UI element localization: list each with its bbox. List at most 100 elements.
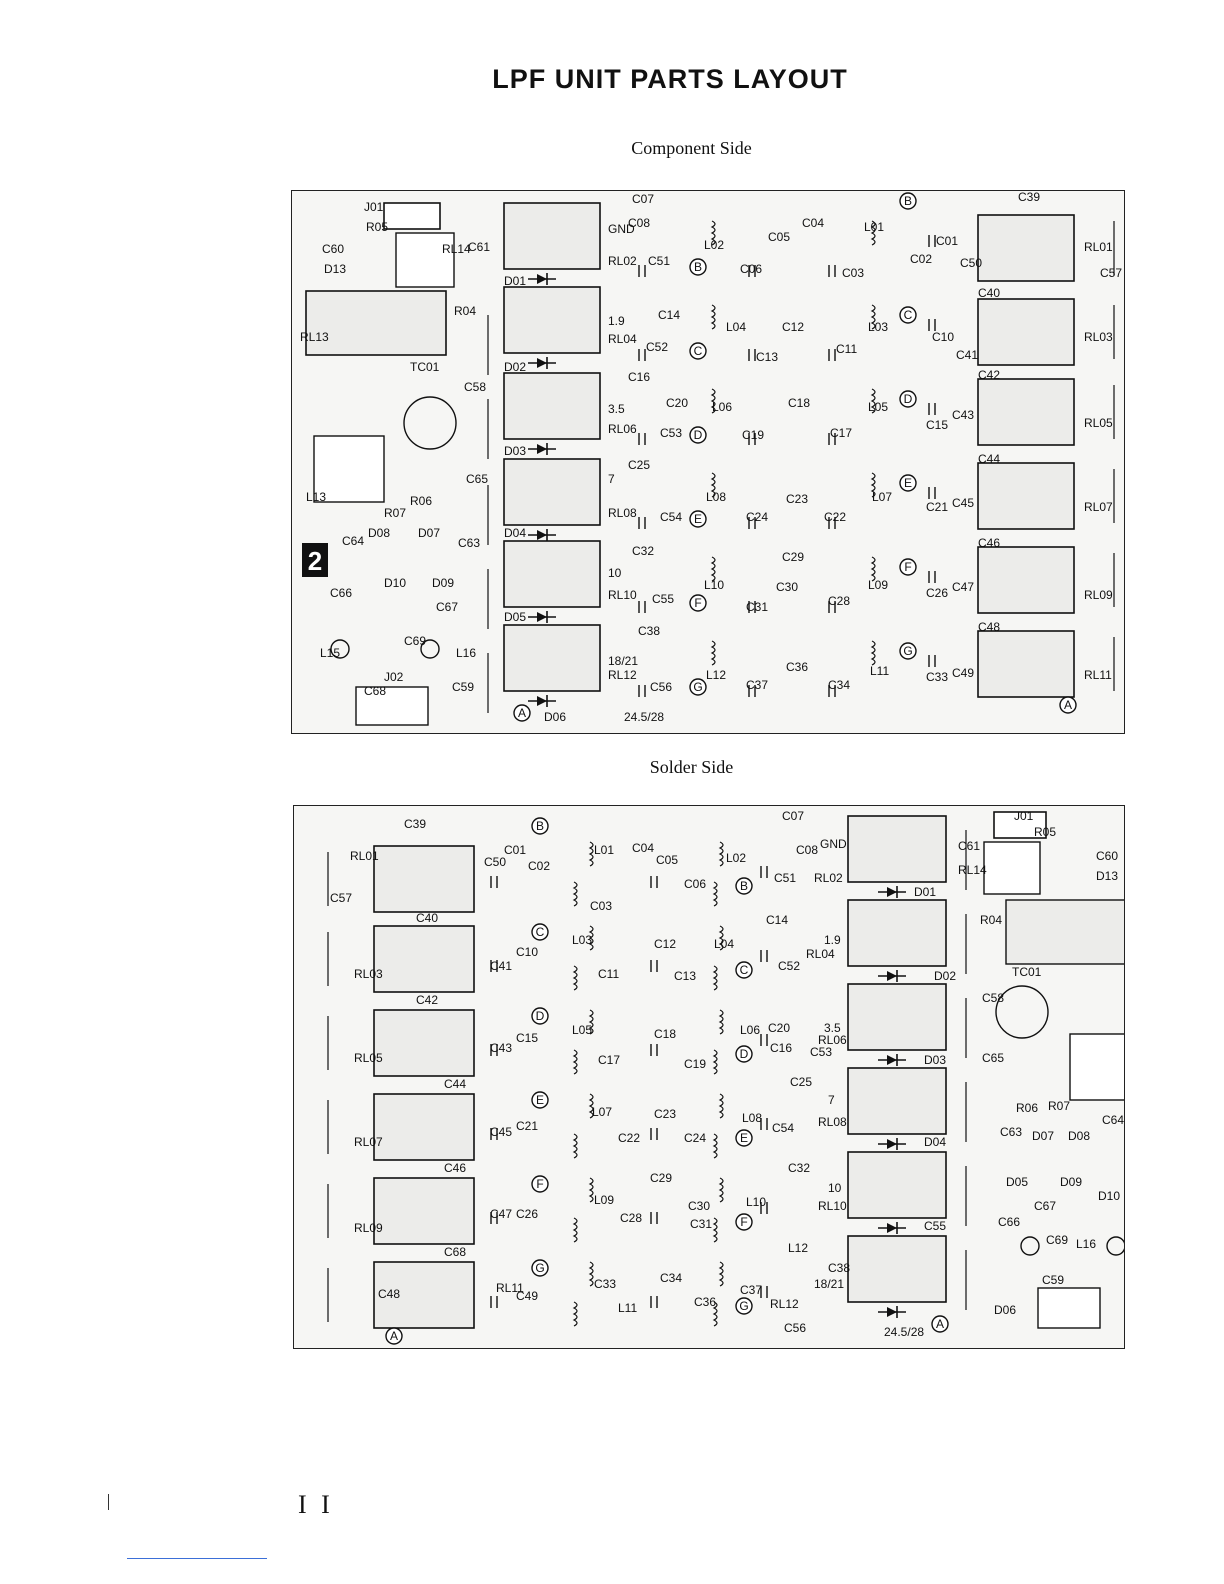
component-label: C10 <box>932 330 954 344</box>
component-label: RL07 <box>1084 500 1113 514</box>
component-label: D10 <box>1098 1189 1120 1203</box>
component-label: C52 <box>646 340 668 354</box>
marker-circle <box>689 342 707 360</box>
marker-letter: F <box>740 1215 747 1229</box>
marker-letter: A <box>390 1329 398 1343</box>
inductor-l15 <box>330 639 350 659</box>
marker-circle <box>899 306 917 324</box>
marker-circle <box>899 390 917 408</box>
marker-letter: C <box>740 963 749 977</box>
component-label: L11 <box>870 664 889 678</box>
marker-letter: F <box>536 1177 543 1191</box>
component-label: C28 <box>828 594 850 608</box>
inductor-coil <box>710 304 716 330</box>
component-label: C25 <box>628 458 650 472</box>
relay-body <box>847 983 947 1051</box>
component-label: C46 <box>444 1161 466 1175</box>
diode-symbol <box>537 274 547 284</box>
inductor-coil <box>870 220 876 246</box>
component-label: C28 <box>620 1211 642 1225</box>
component-label: C04 <box>632 841 654 855</box>
marker-circle <box>689 426 707 444</box>
component-label: L07 <box>592 1105 612 1119</box>
marker-letter: C <box>536 925 545 939</box>
diode-symbol <box>537 444 547 454</box>
inductor-coil <box>712 1049 718 1075</box>
component-label: 24.5/28 <box>624 710 664 724</box>
component-label: C03 <box>590 899 612 913</box>
marker-circle <box>531 817 549 835</box>
component-label: C68 <box>364 684 386 698</box>
component-label: C07 <box>782 809 804 823</box>
component-label: R04 <box>980 913 1002 927</box>
component-label: 3.5 <box>824 1021 841 1035</box>
inductor-coil <box>712 1301 718 1327</box>
component-label: C61 <box>958 839 980 853</box>
inductor-coil <box>588 1093 594 1119</box>
component-label: RL05 <box>354 1051 383 1065</box>
inductor-coil <box>572 1217 578 1243</box>
inductor-l15 <box>1106 1236 1124 1256</box>
component-label: C69 <box>404 634 426 648</box>
connector-j01 <box>383 202 441 230</box>
component-label: C59 <box>1042 1273 1064 1287</box>
marker-letter: D <box>740 1047 749 1061</box>
component-label: C58 <box>982 991 1004 1005</box>
diode-symbol <box>887 887 897 897</box>
component-label: RL03 <box>1084 330 1113 344</box>
component-label: C41 <box>490 959 512 973</box>
component-label: RL06 <box>608 422 637 436</box>
inductor-coil <box>718 1261 724 1287</box>
trimmer-tc01 <box>995 985 1049 1039</box>
diode-symbol <box>887 971 897 981</box>
marker-letter: A <box>518 706 526 720</box>
marker-letter: E <box>904 476 912 490</box>
component-label: RL14 <box>958 863 987 877</box>
relay-body <box>305 290 447 356</box>
component-label: C63 <box>458 536 480 550</box>
component-side-drawing: 2BBCCDDEEFFGGAAJ01R05C60D13RL14C61RL13R0… <box>300 191 1122 726</box>
component-label: C60 <box>322 242 344 256</box>
component-label: C31 <box>746 600 768 614</box>
component-label: C23 <box>786 492 808 506</box>
component-label: C26 <box>516 1207 538 1221</box>
component-label: C06 <box>684 877 706 891</box>
marker-circle <box>735 1297 753 1315</box>
marker-circle <box>899 192 917 210</box>
component-label: RL10 <box>818 1199 847 1213</box>
component-label: D10 <box>384 576 406 590</box>
component-label: C66 <box>330 586 352 600</box>
component-label: L09 <box>594 1193 614 1207</box>
component-label: C25 <box>790 1075 812 1089</box>
component-label: C02 <box>910 252 932 266</box>
component-label: RL08 <box>608 506 637 520</box>
component-label: C07 <box>632 192 654 206</box>
component-label: C30 <box>688 1199 710 1213</box>
marker-letter: A <box>1064 698 1072 712</box>
component-label: C66 <box>998 1215 1020 1229</box>
marker-circle <box>735 1045 753 1063</box>
inductor-coil <box>718 1009 724 1035</box>
marker-letter: D <box>904 392 913 406</box>
marker-circle <box>899 642 917 660</box>
component-label: J02 <box>384 670 404 684</box>
component-label: 10 <box>828 1181 842 1195</box>
component-label: C14 <box>766 913 788 927</box>
component-label: L04 <box>726 320 746 334</box>
inductor-l16 <box>420 639 440 659</box>
component-label: R06 <box>1016 1101 1038 1115</box>
component-label: L02 <box>704 238 724 252</box>
component-label: D07 <box>1032 1129 1054 1143</box>
component-label: C18 <box>788 396 810 410</box>
inductor-coil <box>588 841 594 867</box>
relay-body <box>847 1235 947 1303</box>
marker-letter: G <box>535 1261 544 1275</box>
component-label: C69 <box>1046 1233 1068 1247</box>
component-label: GND <box>820 837 847 851</box>
component-label: C08 <box>628 216 650 230</box>
component-label: C54 <box>772 1121 794 1135</box>
component-label: C68 <box>444 1245 466 1259</box>
marker-letter: D <box>536 1009 545 1023</box>
relay-body <box>503 286 601 354</box>
relay-body <box>847 1067 947 1135</box>
